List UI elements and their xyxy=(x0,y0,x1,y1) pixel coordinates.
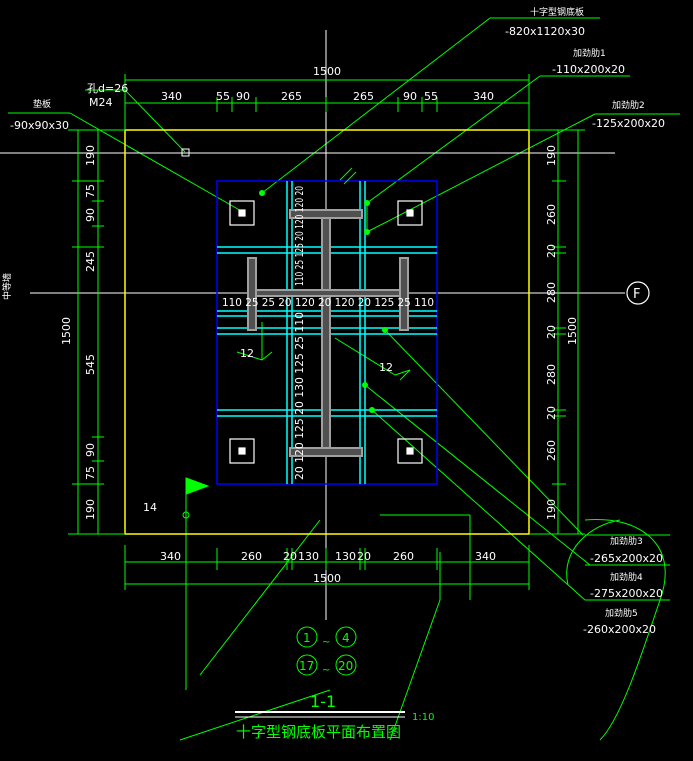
left-dim-inner-2: 90 xyxy=(84,208,97,222)
callout-base-plate-name: 十字型钢底板 xyxy=(530,6,584,18)
internal-dim-horizontal: 110 25 25 20 120 20 120 20 125 25 110 xyxy=(222,297,434,309)
bottom-dim-seg-5: 130 xyxy=(335,550,356,563)
left-dim-total: 1500 xyxy=(60,317,73,345)
section-ref-circles xyxy=(296,626,357,676)
right-dim-seg-1: 190 xyxy=(545,145,558,166)
top-dim-seg-3: 90 xyxy=(236,90,250,103)
section-sep-1: ~ xyxy=(322,637,330,648)
top-dim-total: 1500 xyxy=(313,65,341,78)
callout-stiffener5-name: 加劲肋5 xyxy=(605,607,638,619)
left-dim-outer-1: 190 xyxy=(84,145,97,166)
washer-bottom-right xyxy=(397,438,423,464)
bottom-dim-seg-1: 340 xyxy=(160,550,181,563)
callout-stiffener4-name: 加劲肋4 xyxy=(610,571,643,583)
right-dim-seg-6: 280 xyxy=(545,364,558,385)
bottom-dim-seg-7: 260 xyxy=(393,550,414,563)
washer-top-left xyxy=(229,200,255,226)
left-dim-outer-3: 545 xyxy=(84,354,97,375)
callout-bolt-size: M24 xyxy=(89,96,113,109)
base-plate-outline xyxy=(124,129,530,535)
bottom-dim-seg-2: 260 xyxy=(241,550,262,563)
callout-hole-spec: 孔d=26 xyxy=(87,82,128,95)
left-dim-inner-1: 75 xyxy=(84,184,97,198)
callout-stiffener1-spec: -110x200x20 xyxy=(552,63,625,76)
bottom-dim-seg-6: 20 xyxy=(357,550,371,563)
axis-side-text: 中等墙 xyxy=(1,273,13,300)
bottom-dim-seg-4: 130 xyxy=(298,550,319,563)
top-dim-seg-2: 55 xyxy=(216,90,230,103)
top-dim-seg-5: 265 xyxy=(353,90,374,103)
callout-stiffener3-spec: -265x200x20 xyxy=(590,552,663,565)
callout-stiffener3-name: 加劲肋3 xyxy=(610,535,643,547)
axis-bubble-f xyxy=(626,281,650,305)
section-mark: 1-1 xyxy=(310,692,336,711)
section-ref-17: 17 xyxy=(299,659,314,673)
anchor-bolts xyxy=(229,200,423,464)
callout-stiffener2-name: 加劲肋2 xyxy=(612,99,645,111)
right-dim-seg-9: 190 xyxy=(545,499,558,520)
callout-stiffener5-spec: -260x200x20 xyxy=(583,623,656,636)
callout-stiffener1-name: 加劲肋1 xyxy=(573,47,606,59)
weld-mark-corner: 14 xyxy=(143,501,157,514)
callout-washer-name: 垫板 xyxy=(33,98,51,110)
left-dim-inner-3: 90 xyxy=(84,443,97,457)
right-dim-seg-2: 260 xyxy=(545,204,558,225)
top-dim-seg-8: 340 xyxy=(473,90,494,103)
callout-base-plate-spec: -820x1120x30 xyxy=(505,25,585,38)
right-dim-total: 1500 xyxy=(566,317,579,345)
washer-bottom-left xyxy=(229,438,255,464)
drawing-scale: 1:10 xyxy=(412,712,434,723)
right-dim-seg-7: 20 xyxy=(545,406,558,420)
right-dim-seg-5: 20 xyxy=(545,325,558,339)
weld-mark-left: 12 xyxy=(240,347,254,360)
weld-mark-right: 12 xyxy=(379,361,393,374)
bottom-dim-seg-3: 20 xyxy=(283,550,297,563)
internal-dim-vertical-lower: 20 120 125 20 130 125 25 110 xyxy=(294,312,306,480)
washer-top-right xyxy=(397,200,423,226)
drawing-title: 十字型钢底板平面布置图 xyxy=(236,723,401,741)
weld-symbols xyxy=(185,167,411,515)
leader-lines xyxy=(8,17,680,741)
top-dim-seg-6: 90 xyxy=(403,90,417,103)
leader-dots xyxy=(182,190,388,519)
top-dim-seg-1: 340 xyxy=(161,90,182,103)
left-dim-outer-2: 245 xyxy=(84,251,97,272)
rib-plate-region xyxy=(216,180,438,485)
top-dim-seg-4: 265 xyxy=(281,90,302,103)
callout-stiffener4-spec: -275x200x20 xyxy=(590,587,663,600)
bottom-dim-total: 1500 xyxy=(313,572,341,585)
callout-stiffener2-spec: -125x200x20 xyxy=(592,117,665,130)
section-ref-20: 20 xyxy=(338,659,353,673)
left-dim-inner-4: 75 xyxy=(84,466,97,480)
section-ref-4: 4 xyxy=(342,631,350,645)
axis-lines xyxy=(0,30,625,620)
axis-label-f: F xyxy=(633,287,640,302)
top-dim-seg-7: 55 xyxy=(424,90,438,103)
right-dim-seg-4: 280 xyxy=(545,282,558,303)
callout-washer-spec: -90x90x30 xyxy=(10,119,69,132)
right-dim-seg-8: 260 xyxy=(545,440,558,461)
cross-steel-section xyxy=(247,209,409,457)
section-ref-1: 1 xyxy=(303,631,311,645)
hole-marker xyxy=(181,148,190,157)
section-sep-2: ~ xyxy=(322,665,330,676)
dimension-lines xyxy=(68,74,585,590)
right-dim-seg-3: 20 xyxy=(545,244,558,258)
internal-dim-vertical-upper: 110 25 125 20 120 120 20 xyxy=(294,186,306,286)
title-underline xyxy=(235,711,405,718)
left-dim-outer-4: 190 xyxy=(84,499,97,520)
bottom-dim-seg-8: 340 xyxy=(475,550,496,563)
